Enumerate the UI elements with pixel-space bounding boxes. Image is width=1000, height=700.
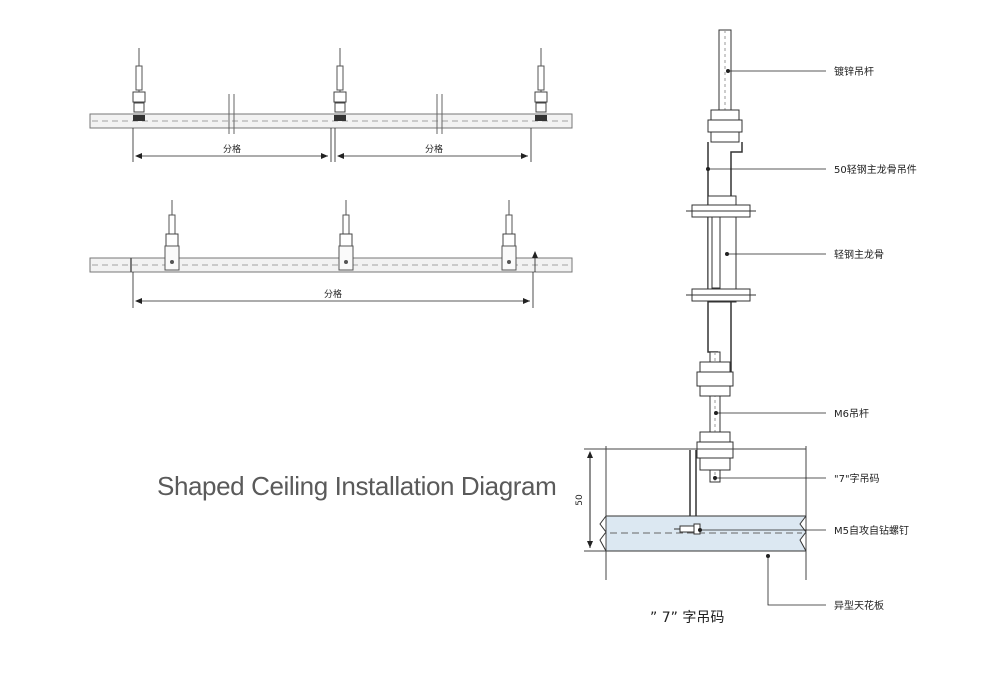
hanger-rod-assembly [338,200,354,271]
side-elevation: 分格 [89,200,573,308]
hanger-rod-assembly [132,48,146,121]
callout-shaped-ceiling: 异型天花板 [834,599,884,612]
hanger-rod-assembly [164,200,180,271]
break-mark [228,94,443,134]
ceiling-panel-strip [89,257,573,273]
callout-galvanized-rod: 镀锌吊杆 [834,65,874,78]
shaped-ceiling-panel [606,516,806,551]
span-label: 分格 [223,143,241,155]
detail-caption: ” 7” 字吊码 [650,610,724,626]
section-detail [584,29,807,580]
hanger-rod-assembly [501,200,517,271]
callout-m5-screw: M5自攻自钻螺钉 [834,524,909,537]
callout-m6-rod: M6吊杆 [834,408,869,420]
callout-seven-clip: "7"字吊码 [834,472,880,485]
span-label: 分格 [425,143,443,155]
hanger-rod-assembly [534,48,548,121]
callout-main-channel-hanger: 50轻钢主龙骨吊件 [834,163,917,176]
leader-lines [700,70,826,606]
hanger-rod-assembly [333,48,347,121]
callout-main-channel: 轻钢主龙骨 [834,248,884,261]
diagram-title: Shaped Ceiling Installation Diagram [157,471,556,501]
span-label: 分格 [324,288,342,300]
leader-dots [698,69,770,558]
height-dimension: 50 [575,494,585,506]
top-elevation: 分格 分格 [89,48,573,162]
